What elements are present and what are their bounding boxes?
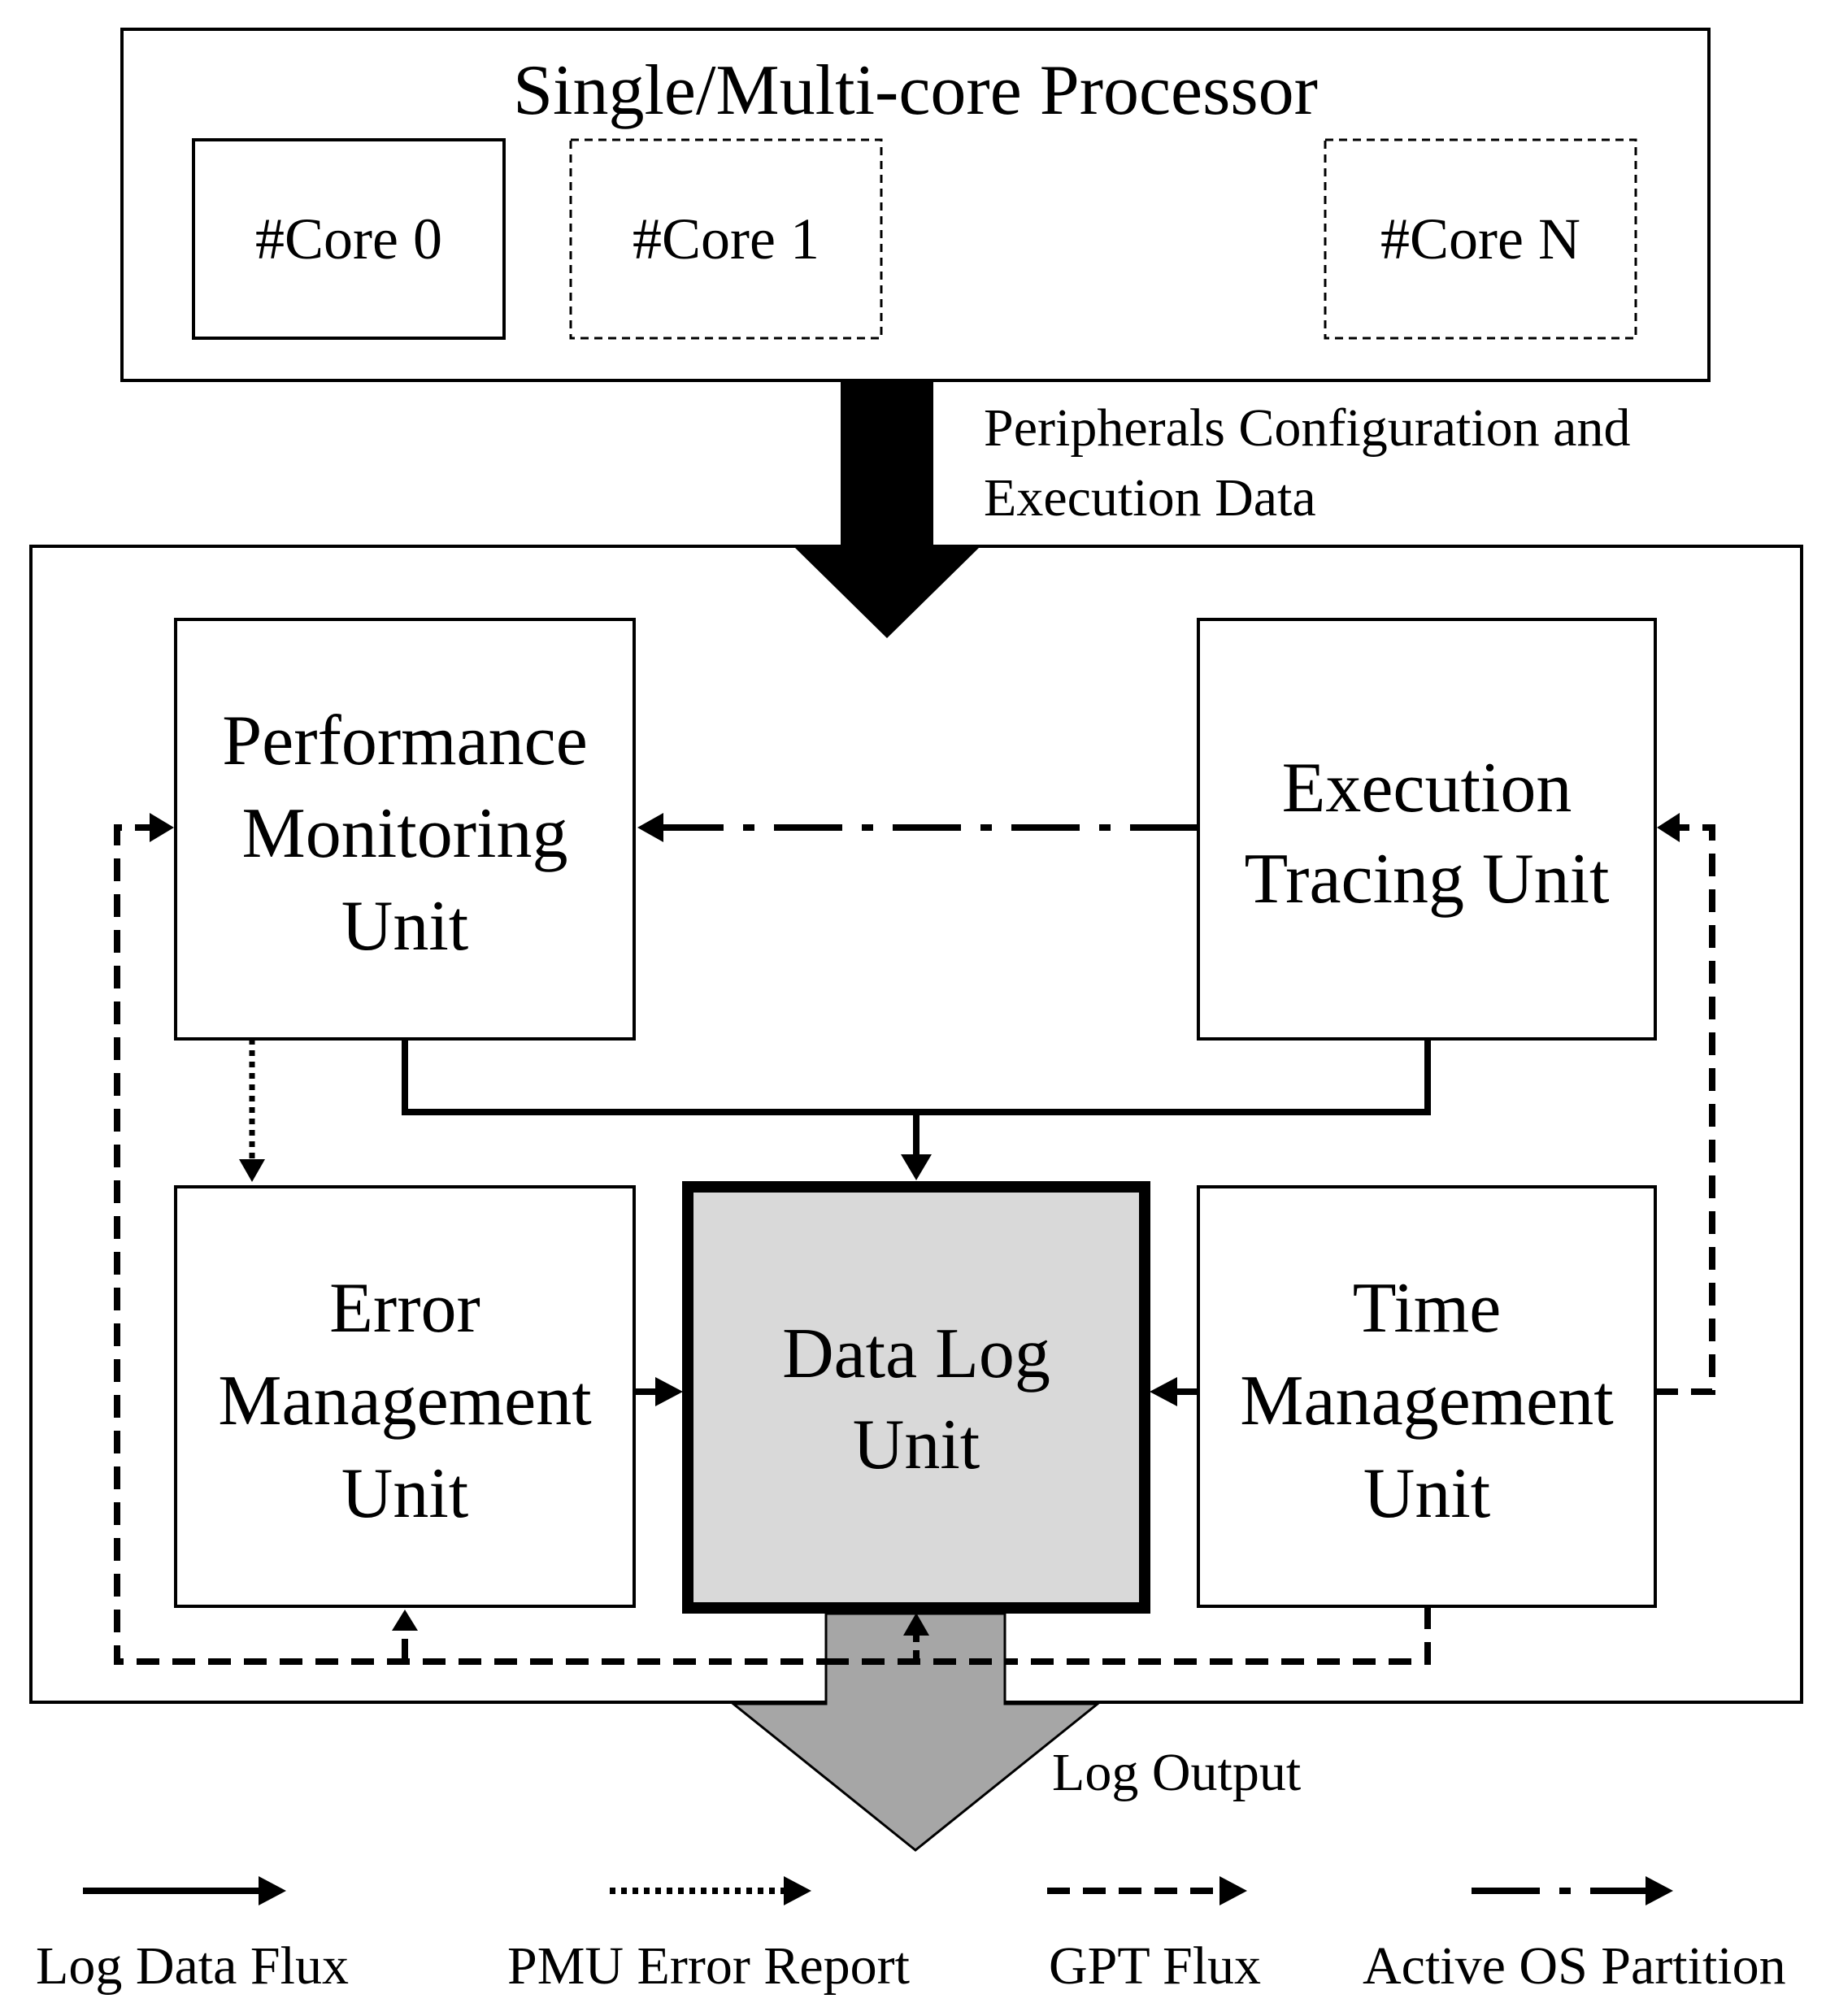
legend-dash-dot-arrowhead [1646, 1876, 1673, 1905]
etu-box [1197, 618, 1657, 1041]
log-data-flux-lines [402, 1039, 1431, 1395]
tmu-label-line-2: Management [1240, 1362, 1613, 1440]
emu-label-line-3: Unit [341, 1454, 468, 1533]
input-arrow-label-line-2: Execution Data [984, 468, 1316, 528]
gpt-flux-arrowhead-emu [392, 1610, 418, 1631]
emu-label-line-1: Error [329, 1269, 480, 1348]
legend-label-pmu-error-report: PMU Error Report [507, 1936, 910, 1996]
gpt-flux-arrowhead-etu [1657, 813, 1680, 842]
pmu-label-line-3: Unit [341, 887, 468, 966]
legend-label-gpt-flux: GPT Flux [1049, 1936, 1261, 1996]
core-1-box [569, 138, 883, 340]
core-0-label: #Core 0 [255, 206, 442, 272]
processor-title: Single/Multi-core Processor [513, 51, 1318, 130]
dlu-label-line-2: Unit [853, 1406, 980, 1484]
etu-label-line-1: Execution [1282, 749, 1572, 828]
log-flux-arrowhead-to-dlu [901, 1154, 932, 1180]
legend-dotted-arrowhead [784, 1876, 811, 1905]
active-os-partition-arrowhead [637, 813, 663, 842]
core-n-box [1324, 138, 1637, 340]
core-1-label: #Core 1 [633, 206, 820, 272]
input-arrow-label-line-1: Peripherals Configuration and [984, 398, 1630, 458]
tmu-label-line-1: Time [1353, 1269, 1502, 1348]
log-output-label: Log Output [1052, 1743, 1301, 1802]
core-n-label: #Core N [1380, 206, 1580, 272]
etu-label-line-2: Tracing Unit [1245, 840, 1610, 919]
tmu-label-line-3: Unit [1363, 1454, 1490, 1533]
emu-label-line-2: Management [218, 1362, 591, 1440]
gpt-flux-arrowhead-dlu-top [903, 1613, 929, 1636]
log-output-arrow [729, 1612, 1102, 1852]
gpt-flux-arrowhead-pmu [150, 813, 174, 842]
pmu-error-report-arrowhead [239, 1159, 265, 1182]
pmu-label-line-1: Performance [222, 702, 588, 780]
dlu-label-line-1: Data Log [782, 1314, 1050, 1393]
pmu-label-line-2: Monitoring [242, 794, 568, 873]
legend: Log Data Flux PMU Error Report GPT Flux … [36, 1876, 1786, 1996]
log-flux-arrowhead-tmu [1150, 1377, 1177, 1406]
input-data-arrow [793, 382, 980, 638]
tmu-box [1197, 1185, 1657, 1608]
legend-solid-arrowhead [259, 1876, 286, 1905]
legend-label-active-os-partition: Active OS Partition [1363, 1936, 1786, 1996]
legend-dashed-arrowhead [1219, 1876, 1247, 1905]
log-flux-arrowhead-emu [655, 1377, 683, 1406]
emu-box [174, 1185, 636, 1608]
dlu-box [682, 1181, 1150, 1614]
legend-label-log-data-flux: Log Data Flux [36, 1936, 349, 1996]
core-0-box [192, 138, 506, 340]
